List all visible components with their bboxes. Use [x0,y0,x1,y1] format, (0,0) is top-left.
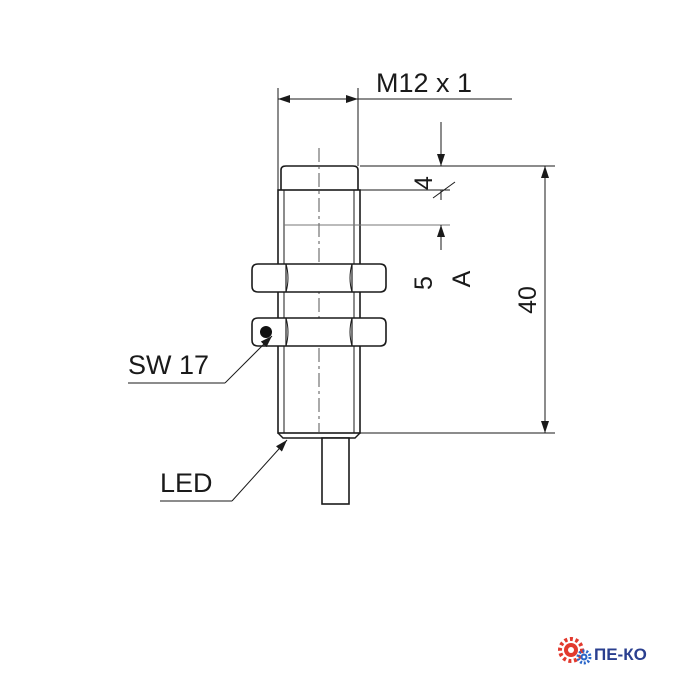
dim-4-slash [432,181,456,199]
thread-label: M12 x 1 [376,68,472,98]
sensor-body [277,189,361,434]
brand-logo-text: ПЕ-КО [594,645,647,664]
led-indicator [260,326,272,338]
wrench-size-label: SW 17 [128,350,209,380]
led-leader-diagonal [231,439,288,502]
led-label: LED [160,468,213,498]
wrench-leader-diagonal [224,335,273,384]
cable [321,437,350,505]
dim-a-label: A [448,270,476,287]
gear-logo-icon [558,637,592,665]
dim-4-label: 4 [410,176,438,190]
hex-nut-upper [251,263,387,293]
dim-40-label: 40 [514,286,542,314]
sensor-bottom-chamfer [277,432,361,439]
dim-5-label: 5 [410,276,438,290]
brand-logo: ПЕ-КО [558,637,647,665]
hex-nut-lower [251,317,387,347]
